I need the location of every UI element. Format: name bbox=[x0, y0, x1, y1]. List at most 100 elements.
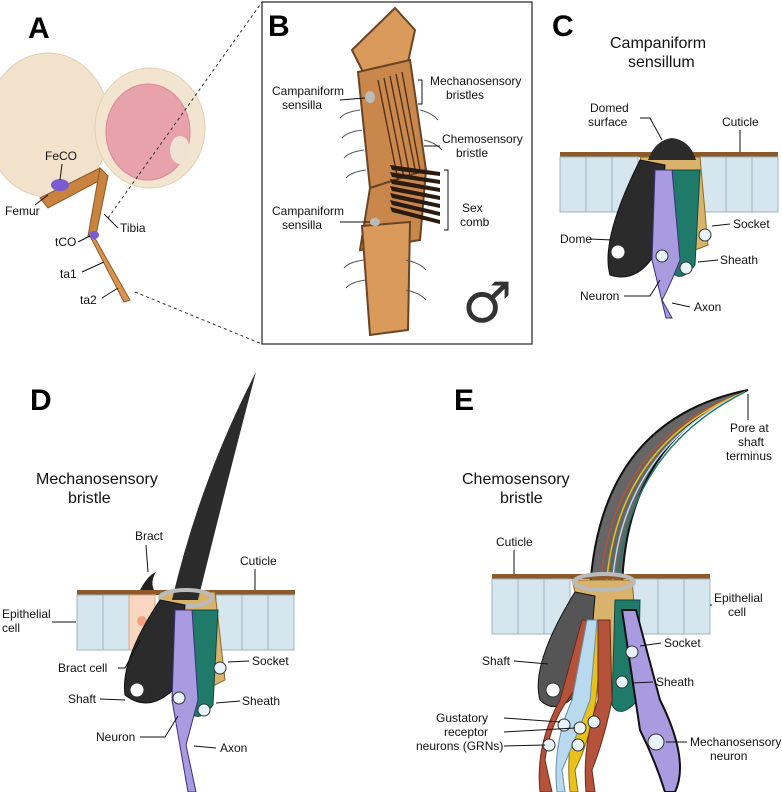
socket-nucleus-e bbox=[625, 645, 639, 659]
panel-d-title-line1: Mechanosensory bbox=[36, 471, 158, 488]
bristle-shaft-hair bbox=[172, 372, 256, 600]
male-symbol-icon: ♂ bbox=[462, 271, 512, 336]
panel-b-letter: B bbox=[268, 10, 290, 43]
label-socket-e: Socket bbox=[664, 636, 701, 650]
shaft-nucleus-d bbox=[129, 682, 145, 698]
leader-ta1 bbox=[81, 261, 105, 273]
label-tibia: Tibia bbox=[120, 221, 146, 235]
neuron-nucleus-d bbox=[172, 691, 186, 705]
label-pore-line1: Pore at bbox=[730, 421, 769, 435]
leader-dome-c bbox=[589, 238, 613, 241]
label-sex-comb-line2: comb bbox=[460, 215, 490, 229]
mech-neuron-nucleus-e bbox=[647, 733, 665, 751]
label-mech-neuron-line1: Mechanosensory bbox=[690, 735, 781, 749]
panel-a: A FeCO Femur Tibia tCO ta1 ta2 bbox=[0, 1, 263, 345]
panel-c-title-line1: Campaniform bbox=[610, 35, 706, 52]
sheath-nucleus bbox=[679, 261, 693, 275]
fly-compound-eye bbox=[105, 83, 191, 181]
chemo-shaft-dendrites bbox=[599, 391, 746, 591]
label-pore-line2: shaft bbox=[738, 435, 765, 449]
panel-b: B Campaniform sensilla Mechanosensory bbox=[261, 1, 533, 345]
leader-femur bbox=[34, 194, 49, 206]
zoom-line-bottom bbox=[134, 291, 263, 345]
dome-cell-nucleus bbox=[610, 244, 626, 260]
label-sheath-d: Sheath bbox=[242, 694, 280, 708]
label-shaft-e: Shaft bbox=[482, 654, 511, 668]
domed-surface bbox=[648, 138, 696, 160]
campaniform-sensilla-dot-1 bbox=[365, 91, 375, 103]
label-ta1: ta1 bbox=[60, 267, 77, 281]
label-epithelial-d-line1: Epithelial bbox=[2, 607, 51, 621]
label-cuticle-e: Cuticle bbox=[496, 535, 533, 549]
label-cuticle-d: Cuticle bbox=[240, 554, 277, 568]
label-chemo-bristle-line1: Chemosensory bbox=[442, 132, 523, 146]
chemo-bristle-shaft bbox=[588, 389, 749, 591]
leader-bract-cell-d bbox=[118, 639, 141, 669]
neuron-nucleus bbox=[655, 249, 669, 263]
leader-shaft-d bbox=[99, 698, 126, 701]
tco-marker bbox=[89, 231, 99, 239]
label-axon-c: Axon bbox=[694, 300, 721, 314]
label-axon-d: Axon bbox=[220, 741, 247, 755]
label-domed-line2: surface bbox=[588, 115, 628, 129]
leader-neuron-c bbox=[624, 279, 661, 297]
leader-tco bbox=[77, 235, 91, 243]
panel-c-letter: C bbox=[552, 10, 574, 43]
sex-comb-teeth bbox=[390, 165, 440, 224]
leader-sheath-d bbox=[215, 700, 241, 704]
leader-socket-c bbox=[711, 223, 731, 227]
label-sheath-c: Sheath bbox=[720, 253, 758, 267]
epithelial-cells-d bbox=[76, 594, 295, 651]
bracket-mech-bristles bbox=[418, 79, 423, 105]
sheath-nucleus-e bbox=[615, 675, 629, 689]
label-pore-line3: terminus bbox=[726, 449, 772, 463]
neuron-cell-d bbox=[171, 609, 199, 792]
leader-sheath-e bbox=[631, 681, 654, 684]
label-socket-c: Socket bbox=[733, 217, 770, 231]
grn-nucleus-2 bbox=[573, 721, 587, 735]
panel-d: D Mechanosensory bristle Bract Cuticle E… bbox=[2, 372, 295, 792]
leader-domed bbox=[640, 117, 663, 141]
panel-e-letter: E bbox=[454, 384, 474, 417]
label-chemo-bristle-line2: bristle bbox=[456, 146, 488, 160]
label-tco: tCO bbox=[55, 235, 76, 249]
panel-d-title-line2: bristle bbox=[68, 490, 111, 507]
grn-nucleus-3 bbox=[587, 715, 601, 729]
label-mech-bristles-line1: Mechanosensory bbox=[430, 74, 521, 88]
socket-nucleus-d bbox=[213, 661, 227, 675]
panel-e-title-line2: bristle bbox=[500, 490, 543, 507]
grn-nucleus-5 bbox=[571, 738, 585, 752]
leader-sheath-c bbox=[697, 259, 719, 263]
leader-campaniform-1 bbox=[339, 97, 366, 101]
label-grn-line3: neurons (GRNs) bbox=[416, 739, 503, 753]
feco-marker bbox=[51, 179, 69, 191]
label-ta2: ta2 bbox=[80, 293, 97, 307]
label-domed-line1: Domed bbox=[590, 101, 629, 115]
chemo-socket-ring bbox=[572, 572, 636, 592]
label-epithelial-e-line2: cell bbox=[728, 605, 746, 619]
label-dome-c: Dome bbox=[560, 232, 592, 246]
label-socket-d: Socket bbox=[252, 654, 289, 668]
label-mech-neuron-line2: neuron bbox=[710, 749, 747, 763]
label-sex-comb-line1: Sex bbox=[462, 201, 483, 215]
sheath-nucleus-d bbox=[197, 703, 211, 717]
fly-proboscis bbox=[170, 136, 190, 164]
label-cuticle-c: Cuticle bbox=[722, 115, 759, 129]
mechanosensory-bristle-rows bbox=[377, 71, 421, 181]
side-bristles bbox=[339, 109, 443, 301]
label-epithelial-e-line1: Epithelial bbox=[714, 591, 763, 605]
panel-c: C Campaniform sensillum Domed surface Cu… bbox=[552, 10, 779, 319]
label-sheath-e: Sheath bbox=[656, 675, 694, 689]
leader-shaft-e bbox=[513, 660, 549, 665]
leader-neuron-d bbox=[140, 715, 179, 738]
label-campaniform-2-line2: sensilla bbox=[282, 218, 322, 232]
leader-tibia bbox=[103, 213, 119, 229]
label-neuron-c: Neuron bbox=[580, 289, 619, 303]
label-grn-line1: Gustatory bbox=[436, 711, 488, 725]
label-grn-line2: receptor bbox=[444, 725, 488, 739]
panel-e-title-line1: Chemosensory bbox=[462, 471, 570, 488]
leader-socket-d bbox=[227, 660, 250, 663]
bracket-sex-comb bbox=[444, 169, 449, 231]
bristle-socket-ring bbox=[158, 588, 214, 608]
